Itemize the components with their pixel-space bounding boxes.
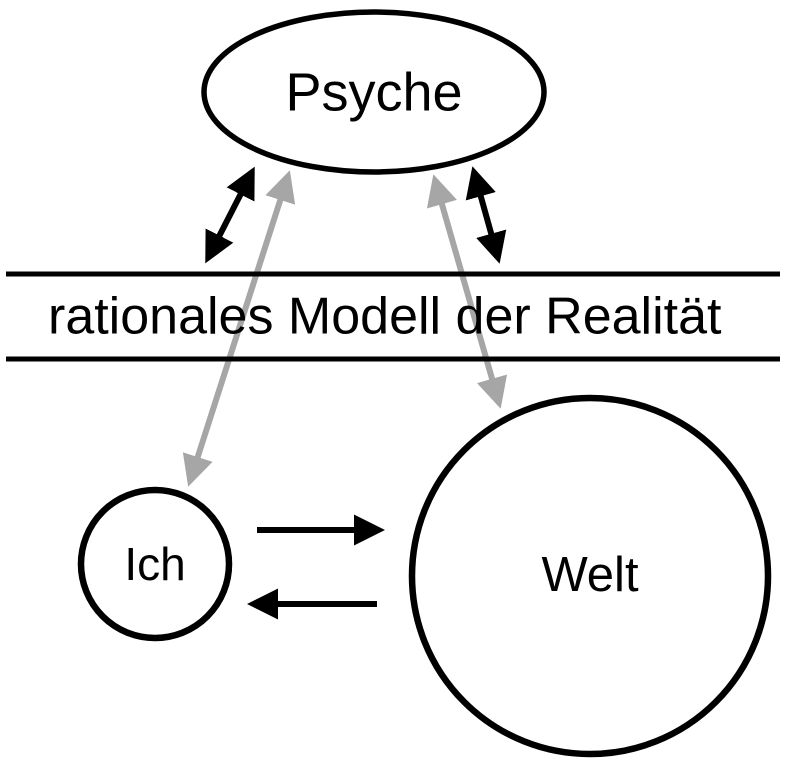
- node-welt[interactable]: Welt: [408, 394, 772, 758]
- ich-label: Ich: [124, 538, 185, 590]
- band-label: rationales Modell der Realität: [48, 288, 722, 346]
- connector-psyche-ich[interactable]: [182, 170, 296, 487]
- psyche-welt-line: [426, 174, 508, 409]
- psyche-model-right-line: [465, 166, 507, 264]
- connector-psyche-welt[interactable]: [426, 174, 508, 409]
- psyche-model-left-line: [205, 166, 255, 264]
- psyche-label: Psyche: [285, 62, 462, 122]
- connector-psyche-model-right[interactable]: [465, 166, 507, 264]
- node-psyche[interactable]: Psyche: [201, 9, 547, 175]
- psyche-ich-line: [182, 170, 296, 487]
- psyche-ellipse-outline: [201, 9, 547, 175]
- welt-label: Welt: [541, 548, 639, 602]
- connector-psyche-model-left[interactable]: [205, 166, 255, 264]
- node-ich[interactable]: Ich: [77, 486, 233, 642]
- rational-model-band: rationales Modell der Realität: [6, 271, 780, 362]
- welt-circle-outline: [408, 394, 772, 758]
- ich-circle-outline: [77, 486, 233, 642]
